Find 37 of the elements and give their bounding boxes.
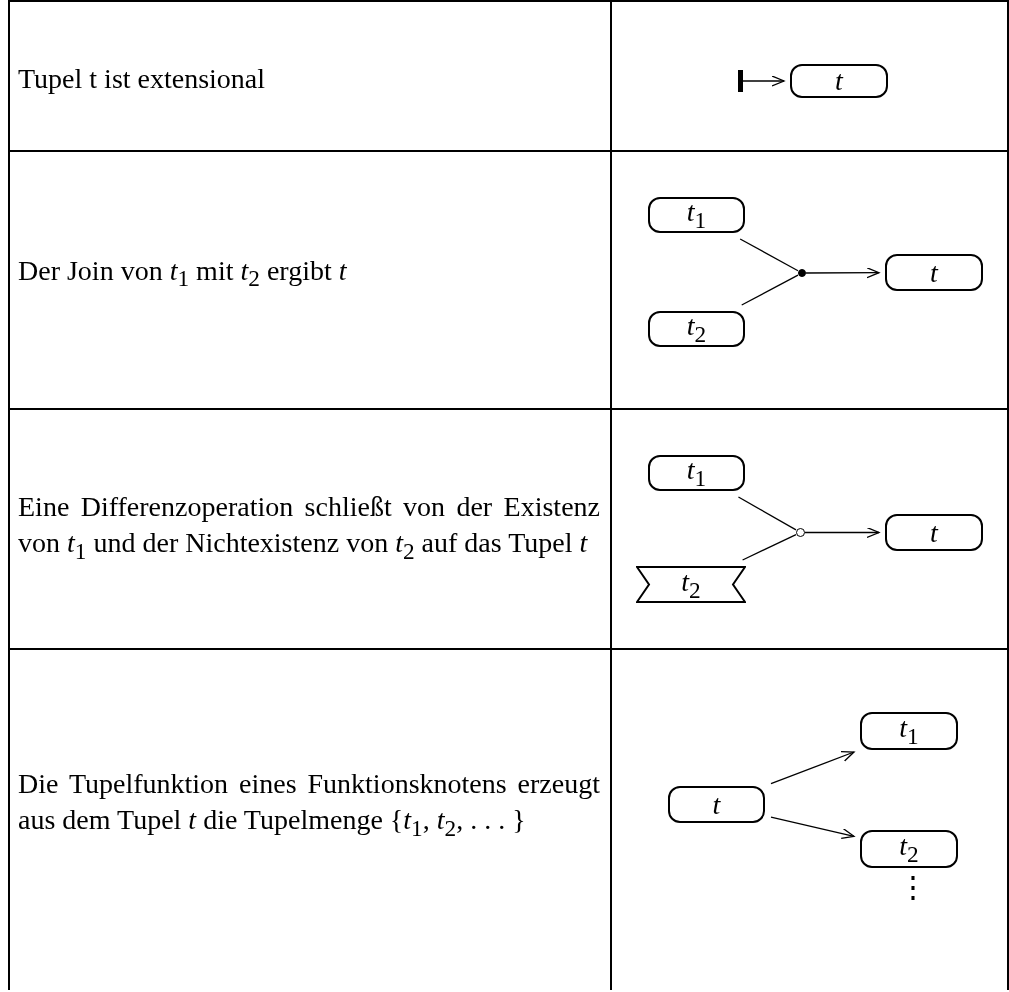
table-text: Der Join von t$_{1}$ mit t$_{2}$ ergibt t [18, 253, 348, 294]
table-text: Eine Differenzoperation schließt von der Existenz von t$_{1}$ und der Nichtexistenz von t$_{2}$ auf das Tupel t [18, 490, 600, 567]
tuple-node [885, 514, 983, 551]
connector-line [741, 274, 799, 306]
connector-line [741, 534, 797, 561]
node-label: t [835, 65, 843, 97]
arrow [742, 75, 785, 87]
tuple-node [885, 254, 983, 291]
arrow [770, 750, 855, 785]
node-label: t [712, 788, 721, 821]
start-bar [738, 70, 743, 92]
connector-line [739, 238, 799, 272]
connector-line [737, 496, 797, 531]
node-label: t$_{1}$ [686, 196, 707, 234]
vertical-ellipsis: ⋮ [898, 872, 928, 902]
tuple-node [648, 311, 745, 347]
node-label: t$_{1}$ [899, 712, 919, 750]
join-dot [798, 269, 806, 277]
negated-tuple-node [636, 566, 746, 603]
arrow [805, 267, 880, 279]
table-text: Die Tupelfunktion eines Funktionsknotens erzeugt aus dem Tupel t die Tupelmenge {t$_{1}$, t$_{2}$, . . . } [18, 767, 600, 844]
difference-circle [796, 528, 805, 537]
node-label: t$_{2}$ [899, 830, 919, 868]
tuple-node [790, 64, 888, 98]
table-text: Tupel t ist extensional [18, 61, 267, 96]
node-label: t$_{2}$ [681, 565, 701, 604]
tuple-node [668, 786, 765, 823]
tuple-node [860, 830, 958, 868]
arrow [770, 816, 855, 840]
tuple-node [648, 455, 745, 491]
node-label: t$_{2}$ [686, 310, 707, 348]
tuple-node [648, 197, 745, 233]
tuple-node [860, 712, 958, 750]
arrow [804, 526, 880, 539]
node-label: t [930, 516, 938, 549]
node-label: t$_{1}$ [686, 454, 707, 492]
node-label: t [930, 256, 938, 289]
